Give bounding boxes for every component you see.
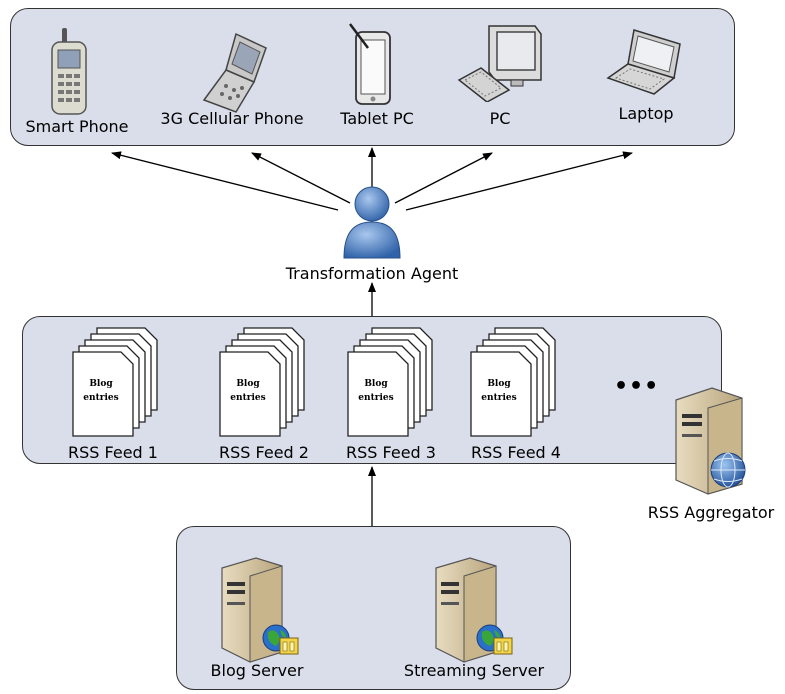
- feed-3-doc-line2: entries: [358, 393, 393, 403]
- feed-4-docs-icon: Blog entries: [470, 327, 556, 437]
- device-label-3g-phone: 3G Cellular Phone: [160, 109, 304, 128]
- streaming-server-label: Streaming Server: [403, 661, 545, 680]
- feed-1-docs-icon: Blog entries: [72, 327, 158, 437]
- more-feeds-ellipsis: •••: [614, 374, 660, 399]
- arrow-to-pc: [394, 152, 493, 204]
- flip-phone-icon: [202, 32, 267, 113]
- smartphone-icon: [51, 28, 87, 115]
- tablet-icon: [349, 23, 391, 105]
- laptop-icon: [606, 29, 681, 95]
- device-label-pc: PC: [489, 109, 511, 128]
- feed-label-3: RSS Feed 3: [346, 443, 436, 462]
- device-label-smart-phone: Smart Phone: [25, 117, 129, 136]
- blog-server-icon: [221, 557, 299, 663]
- feed-label-2: RSS Feed 2: [219, 443, 309, 462]
- feed-2-docs-icon: Blog entries: [219, 327, 305, 437]
- feed-2-doc-line1: Blog: [236, 379, 260, 389]
- feed-2-doc-line2: entries: [230, 393, 265, 403]
- feed-3-doc-line1: Blog: [364, 379, 388, 389]
- user-icon: [343, 186, 401, 259]
- feed-4-doc-line2: entries: [481, 393, 516, 403]
- agent-label: Transformation Agent: [285, 264, 459, 283]
- feed-label-1: RSS Feed 1: [68, 443, 158, 462]
- feed-1-doc-line1: Blog: [89, 379, 113, 389]
- feed-3-docs-icon: Blog entries: [347, 327, 433, 437]
- device-label-laptop: Laptop: [618, 104, 674, 123]
- blog-server-label: Blog Server: [210, 661, 304, 680]
- feed-4-doc-line1: Blog: [487, 379, 511, 389]
- device-label-tablet: Tablet PC: [340, 109, 414, 128]
- arrow-to-smart-phone: [111, 151, 339, 211]
- arrow-to-laptop: [405, 151, 633, 211]
- feed-label-4: RSS Feed 4: [471, 443, 561, 462]
- aggregator-label: RSS Aggregator: [647, 503, 775, 522]
- feed-1-doc-line2: entries: [83, 393, 118, 403]
- desktop-pc-icon: [457, 25, 542, 102]
- arrow-to-3g-phone: [251, 152, 351, 204]
- server-globe-icon: [675, 387, 746, 495]
- streaming-server-icon: [435, 557, 513, 663]
